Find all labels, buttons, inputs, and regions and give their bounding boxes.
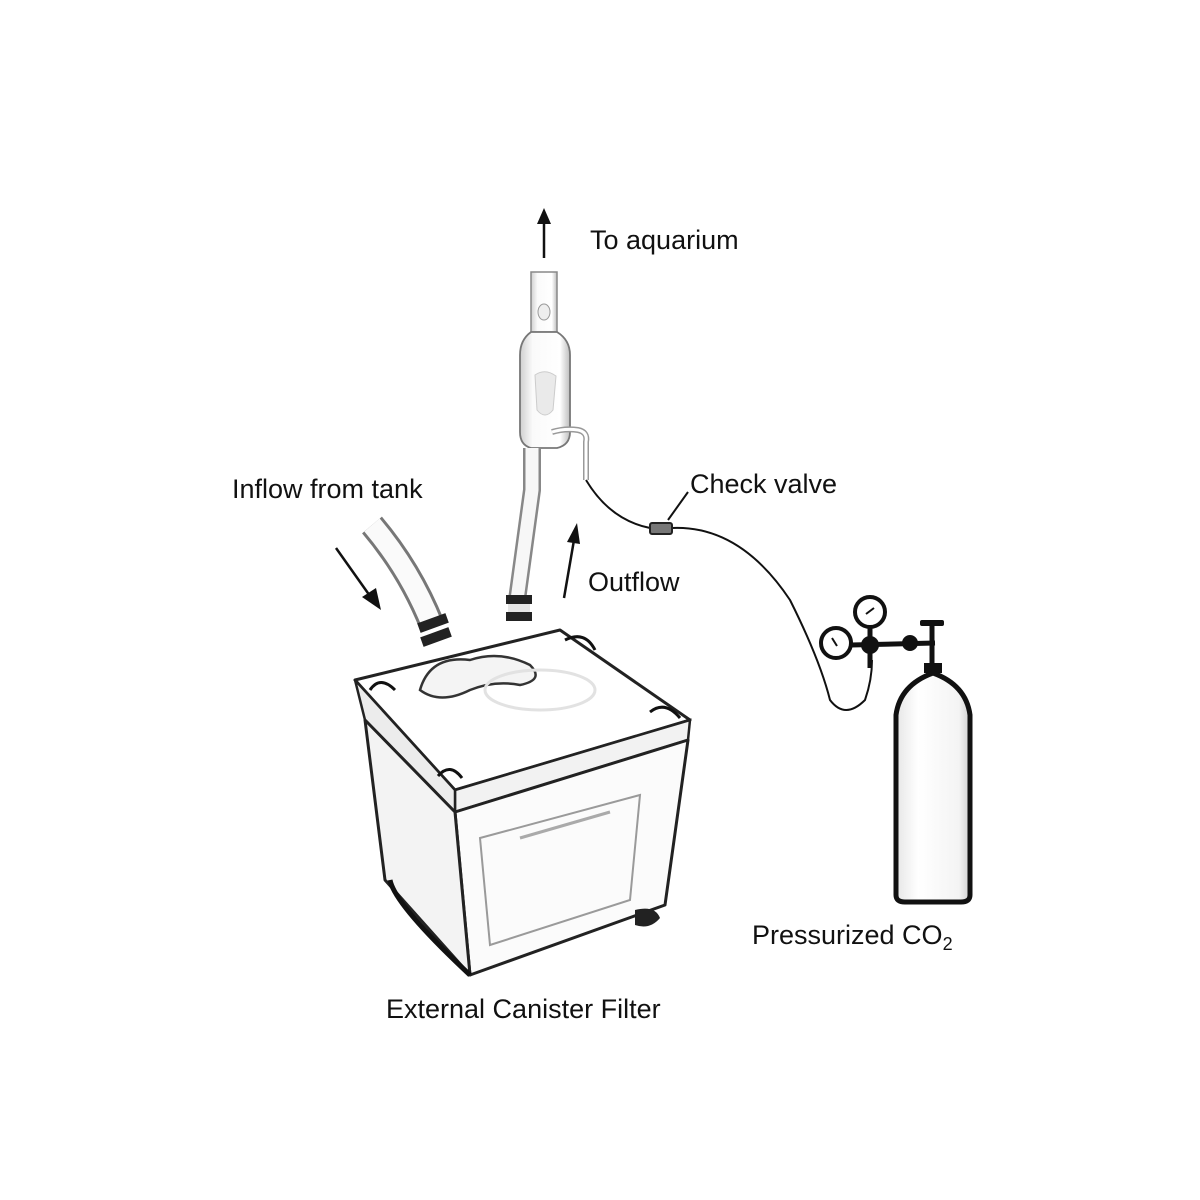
co2-tubing-icon: [585, 479, 873, 711]
inflow-hose-icon: [362, 516, 452, 647]
inflow-arrow-icon: [334, 547, 381, 610]
to-aquarium-arrow-icon: [537, 208, 551, 258]
filter-label: External Canister Filter: [386, 994, 661, 1024]
outflow-label: Outflow: [588, 567, 680, 597]
canister-filter-icon: [353, 628, 692, 977]
check-valve-label: Check valve: [690, 469, 838, 499]
to-aquarium-label: To aquarium: [590, 225, 739, 255]
co2-label-main: Pressurized CO: [752, 920, 943, 950]
co2-label: Pressurized CO2: [752, 920, 953, 954]
co2-reactor-icon: [506, 271, 590, 621]
co2-label-subscript: 2: [942, 934, 953, 954]
check-valve-icon: [649, 491, 689, 535]
regulator-icon: [819, 595, 944, 668]
outflow-arrow-icon: [562, 523, 580, 599]
inflow-label: Inflow from tank: [232, 474, 423, 504]
co2-cylinder-icon: [893, 663, 973, 905]
